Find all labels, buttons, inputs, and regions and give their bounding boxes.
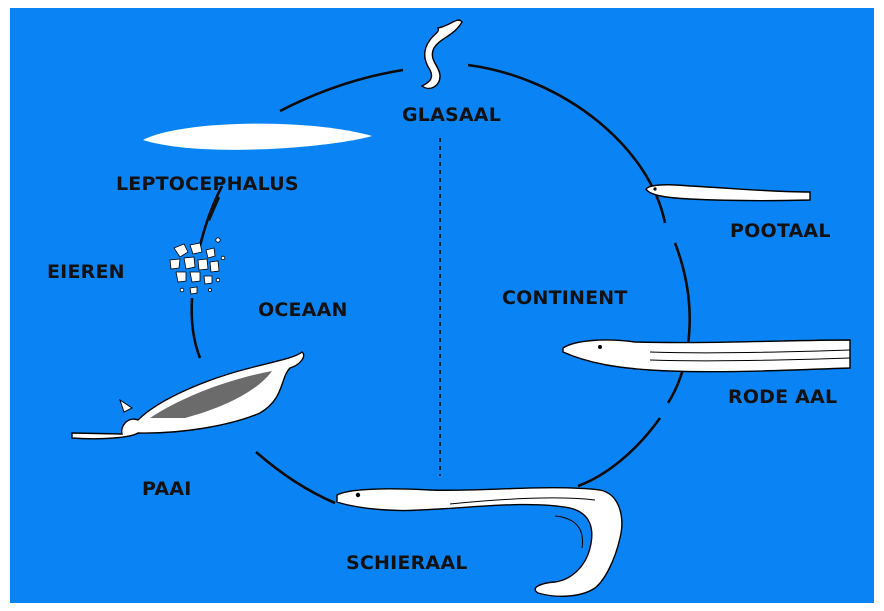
label-rode-aal: RODE AAL [728,388,837,407]
eel-life-cycle-diagram: GLASAAL LEPTOCEPHALUS EIEREN OCEAAN PAAI… [10,8,874,603]
label-oceaan: OCEAAN [258,301,348,320]
label-leptocephalus: LEPTOCEPHALUS [116,175,299,194]
label-pootaal: POOTAAL [730,222,831,241]
ocean-background [10,8,874,603]
diagram-canvas [10,8,874,603]
label-eieren: EIEREN [47,263,125,282]
label-glasaal: GLASAAL [402,106,501,125]
label-paai: PAAI [142,480,191,499]
label-continent: CONTINENT [502,289,628,308]
label-schieraal: SCHIERAAL [346,554,468,573]
